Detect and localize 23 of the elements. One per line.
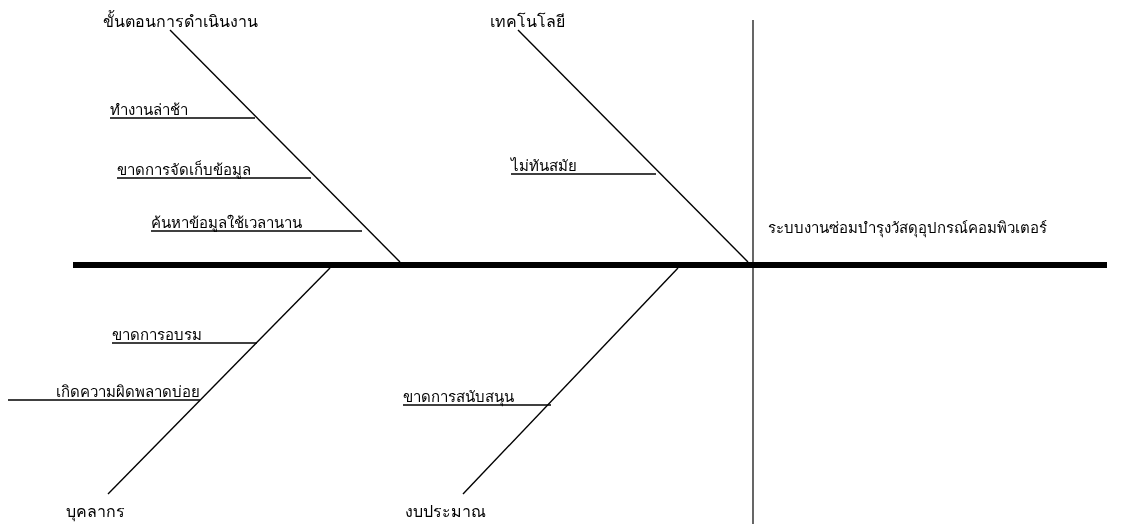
cause-label: ขาดการอบรม xyxy=(112,321,242,343)
cause-line xyxy=(116,177,312,179)
cause-line xyxy=(111,342,258,344)
effect-label: ระบบงานซ่อมบำรุงวัสดุอุปกรณ์คอมพิวเตอร์ xyxy=(768,212,1120,236)
bone-line xyxy=(107,267,331,495)
category-label: บุคลากร xyxy=(50,494,140,520)
cause-line xyxy=(109,117,256,119)
category-label: งบประมาณ xyxy=(390,494,500,520)
cause-line xyxy=(402,404,552,406)
bone-line xyxy=(517,29,749,263)
category-label: เทคโนโลยี xyxy=(470,4,585,30)
cause-line xyxy=(150,230,363,232)
bone-line xyxy=(169,29,401,263)
cause-label: ไม่ทันสมัย xyxy=(511,152,611,174)
cause-label: ขาดการจัดเก็บข้อมูล xyxy=(117,156,297,178)
category-label: ขั้นตอนการดำเนินงาน xyxy=(75,4,285,30)
bone-line xyxy=(462,267,679,495)
cause-label: ค้นหาข้อมูลใช้เวลานาน xyxy=(151,209,356,231)
cause-label: ทำงานล่าช้า xyxy=(110,96,210,118)
cause-line xyxy=(7,399,201,401)
cause-label: ขาดการสนับสนุน xyxy=(403,383,543,405)
cause-label: เกิดความผิดพลาดบ่อย xyxy=(8,378,200,400)
cause-line xyxy=(510,173,657,175)
